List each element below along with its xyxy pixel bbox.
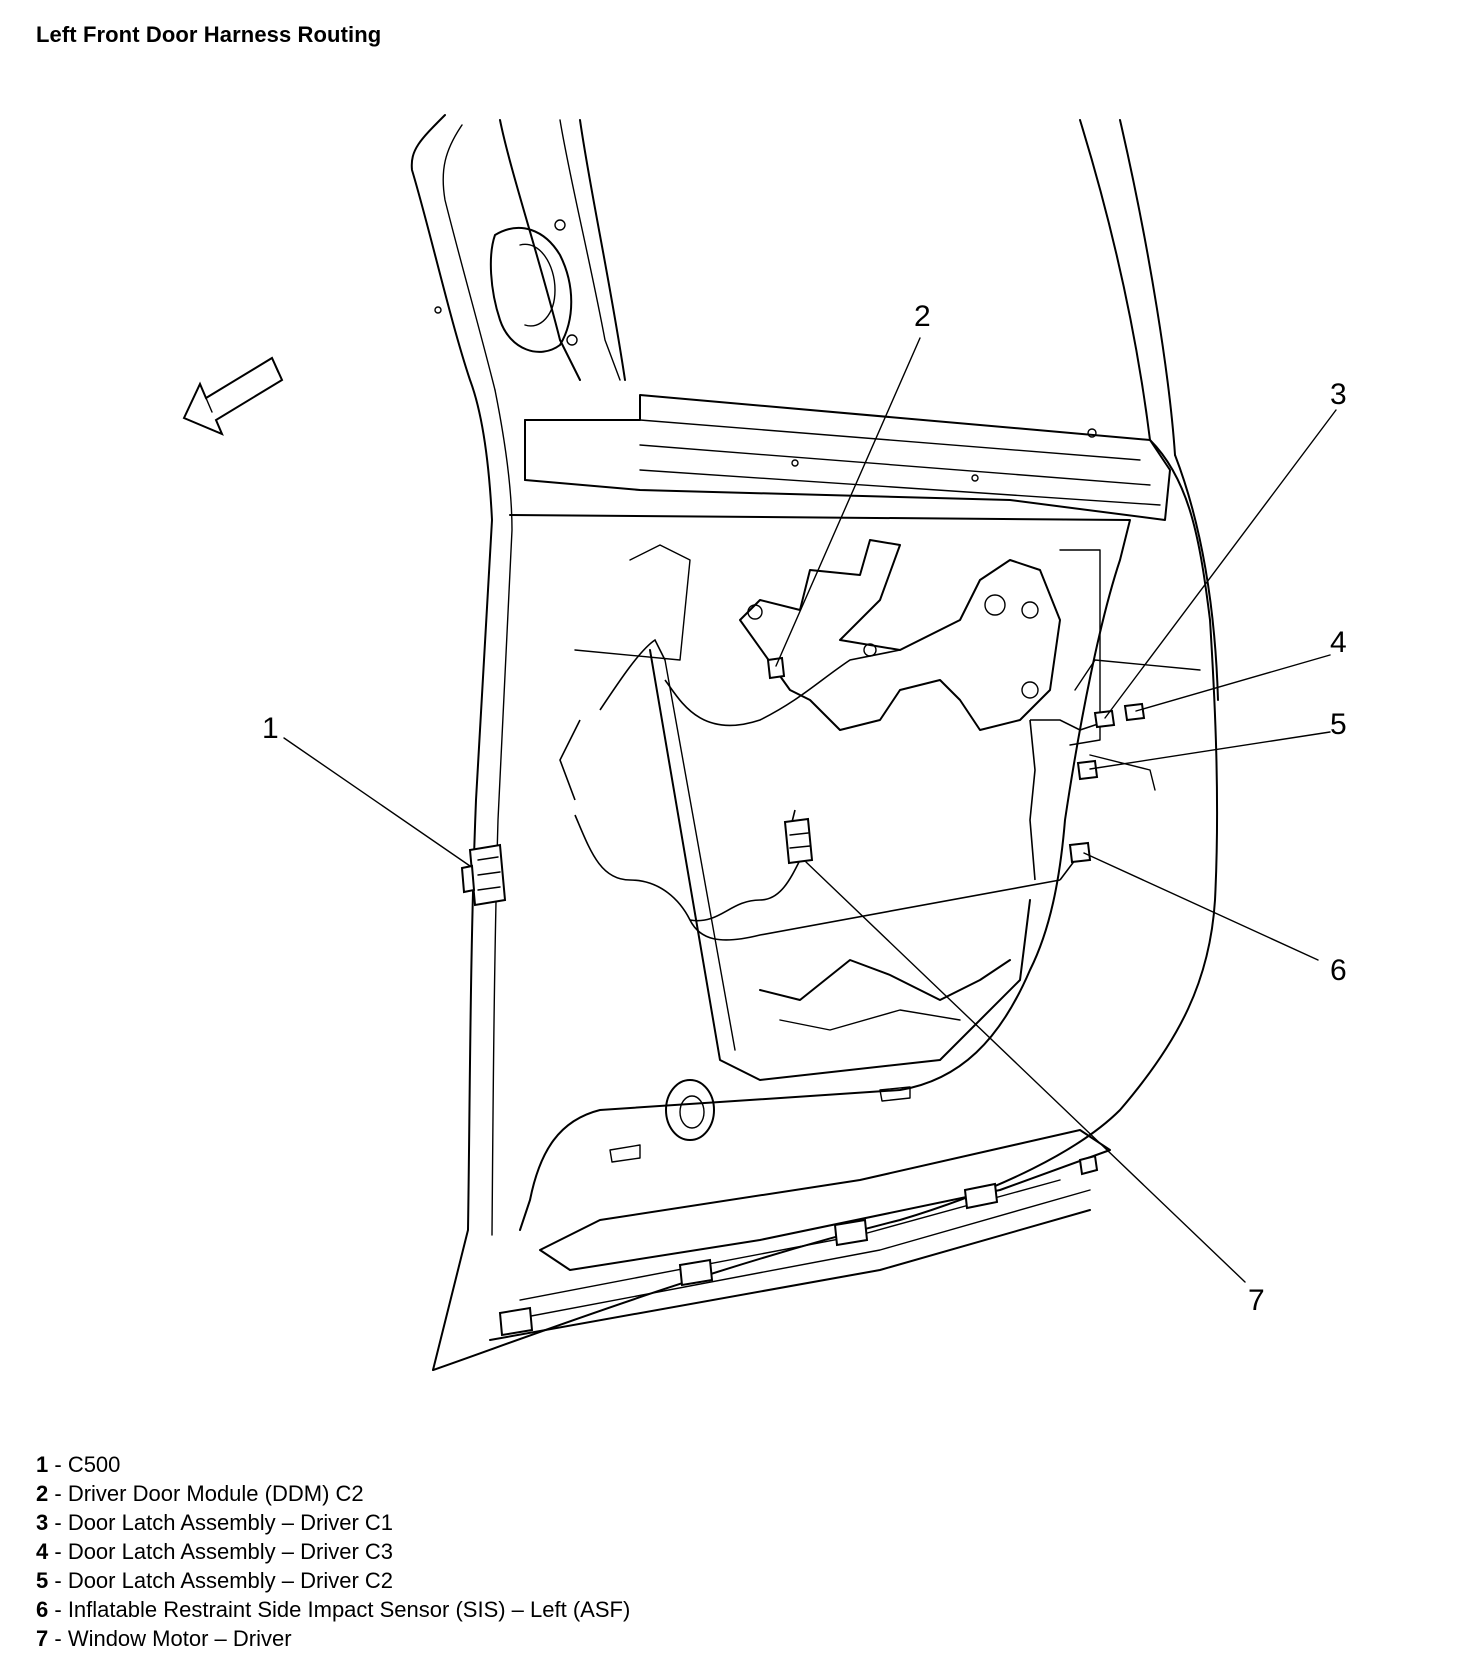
connector-sis bbox=[1068, 841, 1092, 864]
legend-text: C500 bbox=[67, 1452, 121, 1477]
legend-text: Inflatable Restraint Side Impact Sensor … bbox=[67, 1597, 631, 1622]
inner-panel bbox=[509, 514, 1201, 1231]
legend-text: Window Motor – Driver bbox=[67, 1626, 292, 1651]
connector-latch-c1 bbox=[1093, 709, 1116, 729]
legend-item: 3 - Door Latch Assembly – Driver C1 bbox=[36, 1508, 630, 1537]
connector-c500 bbox=[460, 843, 507, 907]
legend-number: 1 bbox=[36, 1452, 49, 1477]
callout-7: 7 bbox=[1248, 1284, 1265, 1317]
legend-number: 5 bbox=[36, 1568, 49, 1593]
legend-separator: - bbox=[48, 1539, 68, 1564]
legend-text: Door Latch Assembly – Driver C2 bbox=[67, 1568, 394, 1593]
leader-4 bbox=[1135, 654, 1331, 712]
legend-number: 4 bbox=[36, 1539, 49, 1564]
component-legend: 1 - C500 2 - Driver Door Module (DDM) C2… bbox=[36, 1450, 630, 1653]
connector-ddm-c2 bbox=[766, 656, 786, 680]
legend-number: 7 bbox=[36, 1626, 49, 1651]
leader-1 bbox=[283, 737, 471, 867]
legend-separator: - bbox=[48, 1452, 68, 1477]
leader-2 bbox=[775, 337, 921, 667]
window-frame bbox=[434, 119, 626, 381]
door-sill bbox=[489, 1129, 1111, 1341]
callout-labels: 1 2 3 4 5 6 7 bbox=[262, 300, 1347, 1317]
legend-number: 3 bbox=[36, 1510, 49, 1535]
callout-2: 2 bbox=[914, 300, 931, 333]
leader-6 bbox=[1083, 852, 1319, 961]
legend-separator: - bbox=[48, 1481, 68, 1506]
belt-beam bbox=[524, 394, 1171, 521]
page-title: Left Front Door Harness Routing bbox=[36, 22, 382, 47]
legend-separator: - bbox=[48, 1568, 68, 1593]
legend-number: 2 bbox=[36, 1481, 49, 1506]
legend-text: Driver Door Module (DDM) C2 bbox=[67, 1481, 364, 1506]
callout-1: 1 bbox=[262, 712, 279, 745]
legend-item: 5 - Door Latch Assembly – Driver C2 bbox=[36, 1566, 630, 1595]
callout-6: 6 bbox=[1330, 954, 1347, 987]
legend-item: 7 - Window Motor – Driver bbox=[36, 1624, 630, 1653]
connector-window-motor bbox=[783, 817, 814, 865]
callout-3: 3 bbox=[1330, 378, 1347, 411]
legend-separator: - bbox=[48, 1597, 68, 1622]
leader-7 bbox=[805, 861, 1246, 1283]
leader-5 bbox=[1089, 731, 1331, 770]
callout-5: 5 bbox=[1330, 708, 1347, 741]
legend-separator: - bbox=[48, 1510, 68, 1535]
callout-4: 4 bbox=[1330, 626, 1347, 659]
legend-item: 2 - Driver Door Module (DDM) C2 bbox=[36, 1479, 630, 1508]
leader-3 bbox=[1104, 409, 1337, 719]
wiring-harness bbox=[559, 638, 1111, 941]
forward-arrow-icon bbox=[182, 356, 284, 436]
door-shell bbox=[410, 114, 1219, 1371]
legend-separator: - bbox=[48, 1626, 68, 1651]
legend-item: 1 - C500 bbox=[36, 1450, 630, 1479]
speaker-area bbox=[609, 649, 1031, 1163]
legend-item: 4 - Door Latch Assembly – Driver C3 bbox=[36, 1537, 630, 1566]
legend-number: 6 bbox=[36, 1597, 49, 1622]
legend-item: 6 - Inflatable Restraint Side Impact Sen… bbox=[36, 1595, 630, 1624]
connector-latch-c3 bbox=[1123, 702, 1146, 722]
legend-text: Door Latch Assembly – Driver C1 bbox=[67, 1510, 394, 1535]
legend-text: Door Latch Assembly – Driver C3 bbox=[67, 1539, 394, 1564]
leader-lines bbox=[283, 337, 1337, 1283]
connector-latch-c2 bbox=[1076, 759, 1099, 781]
connectors bbox=[460, 656, 1146, 907]
